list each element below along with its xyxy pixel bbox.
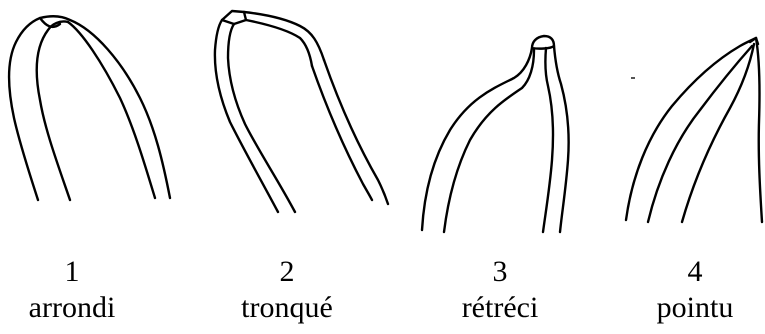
caption-1-number: 1 bbox=[0, 254, 152, 290]
narrowed-tip-cap bbox=[532, 36, 554, 49]
caption-2-number: 2 bbox=[207, 254, 367, 290]
rounded-tip-sketch bbox=[9, 16, 170, 200]
pointed-tip-outer-right bbox=[756, 38, 762, 222]
caption-4-number: 4 bbox=[615, 254, 765, 290]
pointed-tip-inner-right bbox=[682, 44, 754, 222]
truncated-tip-outer-left bbox=[215, 20, 278, 212]
caption-1-label: arrondi bbox=[0, 290, 152, 326]
caption-4: 4 pointu bbox=[615, 254, 765, 326]
narrowed-tip-outer-right bbox=[554, 46, 569, 232]
narrowed-tip-outer-left bbox=[422, 48, 532, 230]
pointed-tip-sketch bbox=[626, 38, 762, 222]
rounded-tip-inner-left bbox=[37, 21, 70, 200]
caption-2-label: tronqué bbox=[207, 290, 367, 326]
tip-shapes-drawing bbox=[0, 0, 765, 240]
caption-4-label: pointu bbox=[615, 290, 765, 326]
pointed-tip-inner-left bbox=[648, 46, 752, 222]
truncated-tip-inner-right-lower bbox=[312, 66, 372, 200]
caption-2: 2 tronqué bbox=[207, 254, 367, 326]
truncated-tip-sketch bbox=[215, 11, 388, 212]
narrowed-tip-inner-right bbox=[543, 48, 553, 232]
caption-3-number: 3 bbox=[420, 254, 580, 290]
caption-1: 1 arrondi bbox=[0, 254, 152, 326]
truncated-tip-cap bbox=[222, 11, 246, 24]
rounded-tip-outer-left bbox=[9, 16, 170, 200]
narrowed-tip-sketch bbox=[422, 36, 569, 232]
truncated-tip-outer-right bbox=[324, 60, 388, 204]
caption-3-label: rétréci bbox=[420, 290, 580, 326]
stray-mark bbox=[631, 77, 635, 79]
truncated-tip-top-edge bbox=[244, 12, 324, 60]
narrowed-tip-inner-left bbox=[444, 50, 534, 232]
rounded-tip-inner-right bbox=[68, 22, 155, 198]
caption-3: 3 rétréci bbox=[420, 254, 580, 326]
